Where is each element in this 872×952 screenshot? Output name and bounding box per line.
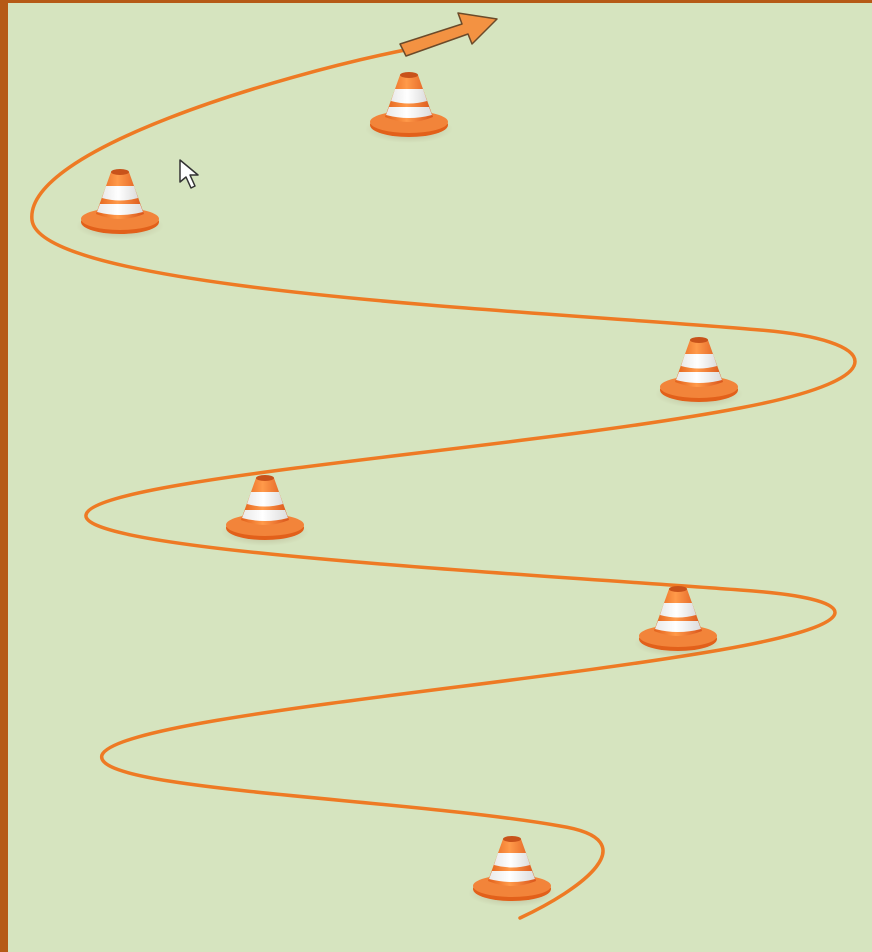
traffic-cone-icon [634, 586, 722, 657]
direction-arrow-icon [400, 13, 497, 56]
slalom-path [32, 50, 855, 918]
traffic-cone-icon [468, 836, 556, 907]
traffic-cone-icon [365, 72, 453, 143]
mouse-pointer-icon [180, 160, 198, 188]
traffic-cone-icon [221, 475, 309, 546]
traffic-cone-icon [655, 337, 743, 408]
traffic-cone-icon [76, 169, 164, 240]
